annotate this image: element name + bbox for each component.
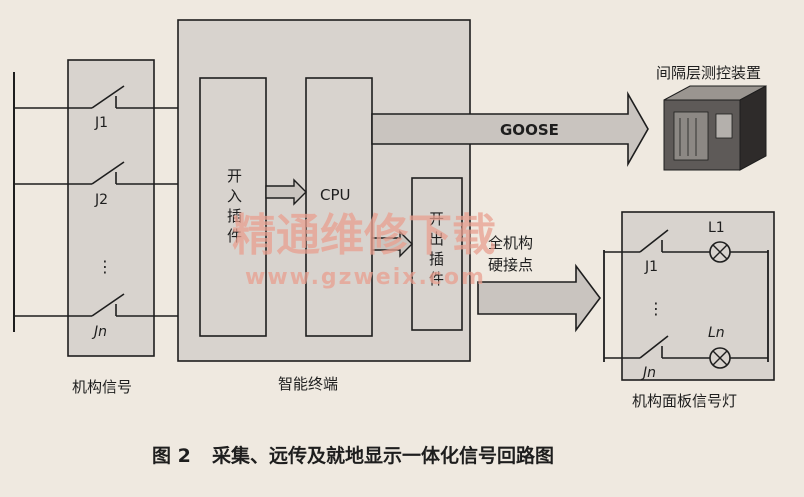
- mechanism-signal-box: [67, 59, 155, 357]
- lamp-ln: [709, 347, 768, 369]
- smart-terminal-label: 智能终端: [278, 375, 338, 393]
- hard-contact-line-2: 硬接点: [488, 256, 533, 274]
- hard-contact-arrow: [477, 263, 601, 333]
- lamp-label-l1: L1: [708, 220, 725, 236]
- lamp-label-ln: Ln: [708, 325, 725, 341]
- goose-arrow: [371, 90, 649, 168]
- contact-label-j2: J2: [94, 192, 108, 208]
- contact-label-dots: ⋮: [97, 257, 113, 276]
- bay-device-picture: [663, 85, 767, 171]
- right-contact-label-dots: ⋮: [648, 299, 664, 318]
- arrow-cpu-to-output: [371, 230, 413, 258]
- binary-output-char-4: 件: [429, 270, 444, 288]
- binary-input-char-4: 件: [227, 227, 242, 245]
- right-contact-label-j1: J1: [644, 259, 658, 275]
- binary-output-char-3: 插: [429, 250, 444, 268]
- binary-input-char-1: 开: [227, 167, 242, 185]
- binary-input-char-3: 插: [227, 207, 242, 225]
- watermark-cn: 精通维修下载: [232, 210, 496, 261]
- lamp-l1: [709, 241, 768, 263]
- contact-j1-right: [604, 229, 710, 253]
- cpu-module: [305, 77, 373, 337]
- binary-input-module: [199, 77, 267, 337]
- binary-output-char-2: 出: [429, 230, 444, 248]
- binary-output-char-1: 开: [429, 210, 444, 228]
- mechanism-signal-label: 机构信号: [72, 378, 132, 396]
- contact-jn-right: [604, 335, 710, 359]
- contact-label-jn: Jn: [91, 324, 107, 340]
- cpu-label: CPU: [320, 186, 351, 204]
- binary-output-module: [411, 177, 463, 331]
- panel-lamp-label: 机构面板信号灯: [632, 392, 737, 410]
- watermark-url: www.gzweix.com: [245, 265, 486, 290]
- right-contact-label-jn: Jn: [640, 365, 656, 381]
- binary-input-char-2: 入: [227, 187, 242, 205]
- hard-contact-line-1: 全机构: [488, 234, 533, 252]
- bay-device-label: 间隔层测控装置: [656, 64, 761, 82]
- contact-label-j1: J1: [94, 115, 108, 131]
- caption-figure-number: 图 2: [152, 445, 191, 467]
- caption-text: 采集、远传及就地显示一体化信号回路图: [212, 444, 554, 467]
- arrow-input-to-cpu: [265, 178, 307, 206]
- goose-label: GOOSE: [500, 121, 559, 139]
